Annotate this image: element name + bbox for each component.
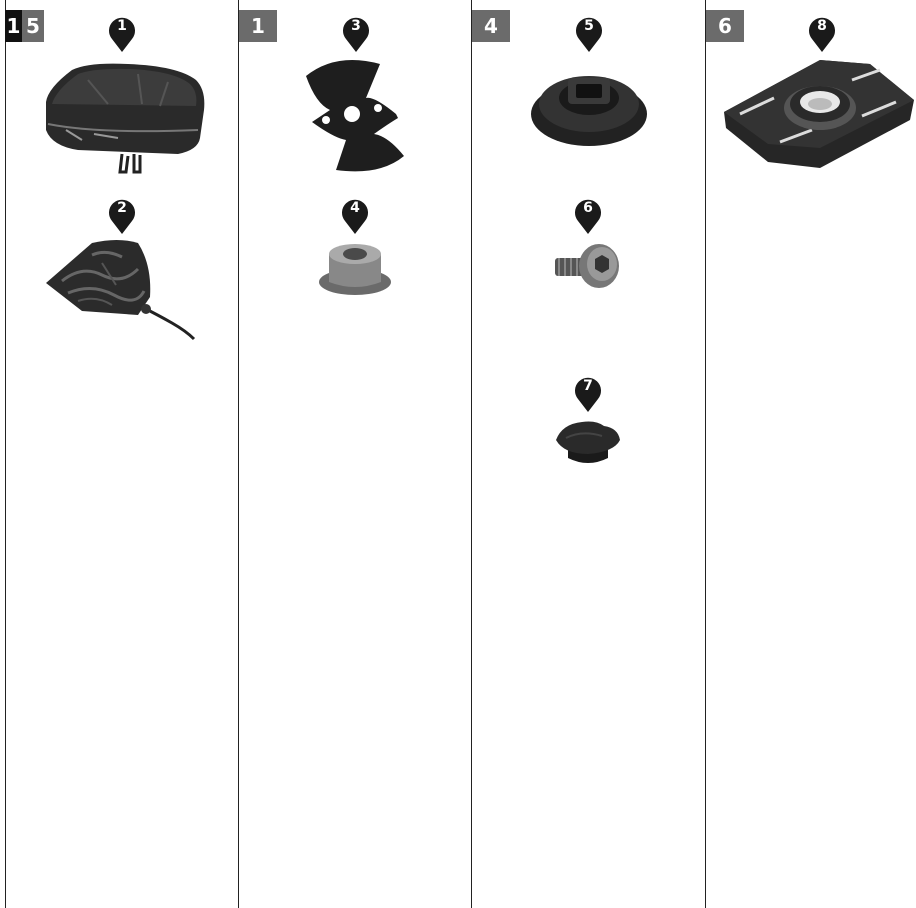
rubber-cap-icon [552, 418, 624, 470]
quantity-tab: 6 [706, 10, 744, 42]
rubber-gasket-icon [300, 52, 410, 182]
column-divider [471, 0, 472, 908]
drawstring-pouch-icon [42, 235, 202, 345]
part-number: 2 [117, 200, 127, 216]
part-number: 7 [583, 378, 593, 394]
column-divider [5, 0, 6, 908]
flange-nut-icon [315, 238, 395, 300]
part-number-pin: 5 [574, 15, 604, 53]
part-number-pin: 7 [573, 375, 603, 413]
hex-socket-screw-icon [553, 238, 623, 294]
part-number-pin: 6 [573, 197, 603, 235]
part-number-pin: 3 [341, 15, 371, 53]
part-number-pin: 2 [107, 197, 137, 235]
quantity-tab: 1 [239, 10, 277, 42]
column-divider [705, 0, 706, 908]
column-divider [238, 0, 239, 908]
mounting-plate-icon [720, 56, 916, 172]
part-number: 1 [117, 18, 127, 34]
part-number: 8 [817, 18, 827, 34]
rubber-mount-base-icon [528, 62, 650, 148]
camera-case-icon [38, 60, 210, 180]
quantity-tab: 1 [5, 10, 22, 42]
part-number-pin: 4 [340, 197, 370, 235]
quantity-tab: 5 [22, 10, 44, 42]
part-number-pin: 1 [107, 15, 137, 53]
part-number: 6 [583, 200, 593, 216]
part-number: 3 [351, 18, 361, 34]
quantity-tab: 4 [472, 10, 510, 42]
part-number: 4 [350, 200, 360, 216]
part-number: 5 [584, 18, 594, 34]
part-number-pin: 8 [807, 15, 837, 53]
